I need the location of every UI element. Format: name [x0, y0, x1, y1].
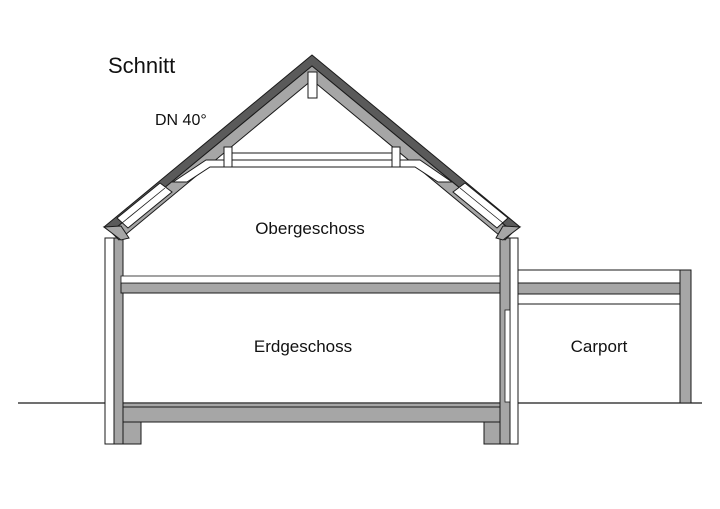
collar-post-left	[223, 146, 233, 168]
right-roof-window-pane	[459, 187, 504, 224]
collar-post-right	[391, 146, 401, 168]
right-wall-outer	[509, 237, 519, 445]
drawing-title: Schnitt	[108, 53, 175, 78]
upper-floor-slab	[120, 282, 501, 294]
room-label-upper: Obergeschoss	[255, 219, 365, 238]
left-wall-core	[113, 237, 124, 445]
left-roof-window	[116, 182, 173, 229]
left-eave-detail	[102, 225, 130, 241]
ground-floor-slab	[120, 406, 501, 423]
roof-insulation	[110, 65, 514, 241]
right-wall-door-gap	[504, 309, 511, 403]
right-eave-detail	[495, 225, 522, 241]
carport-roof-beam	[517, 282, 681, 295]
carport-roof-fascia	[517, 293, 681, 305]
carport-roof-top	[517, 269, 681, 284]
room-label-ground: Erdgeschoss	[254, 337, 352, 356]
roof-pitch-label: DN 40°	[155, 112, 207, 129]
ridge-post	[307, 71, 318, 99]
room-label-carport: Carport	[571, 337, 628, 356]
attic-ceiling	[171, 159, 454, 183]
right-roof-window	[452, 182, 509, 229]
upper-floor-screed	[120, 275, 501, 284]
left-roof-window-pane	[121, 187, 166, 224]
carport-column	[679, 269, 692, 404]
collar-beam	[229, 152, 396, 161]
